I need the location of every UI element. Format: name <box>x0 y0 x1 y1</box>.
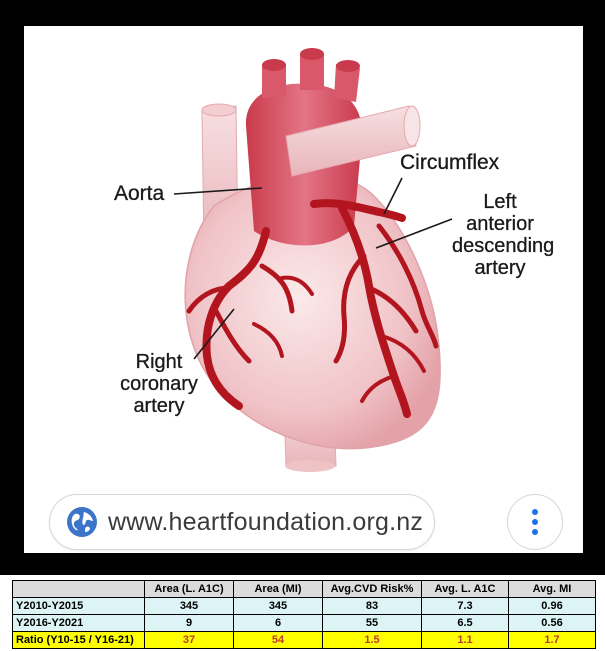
label-left-anterior-descending-artery: Left anterior descending artery <box>452 191 548 279</box>
url-text[interactable]: www.heartfoundation.org.nz <box>108 508 423 536</box>
row-label: Y2010-Y2015 <box>13 598 145 615</box>
table-cell: 345 <box>234 598 323 615</box>
more-vert-icon[interactable] <box>507 494 563 550</box>
label-circumflex: Circumflex <box>400 152 499 174</box>
table-cell: 0.56 <box>509 615 596 632</box>
table-row-ratio: Ratio (Y10-15 / Y16-21) 37 54 1.5 1.1 1.… <box>13 632 596 649</box>
label-aorta: Aorta <box>114 183 164 205</box>
table-header-cell: Avg. L. A1C <box>422 581 509 598</box>
data-table: Area (L. A1C) Area (MI) Avg.CVD Risk% Av… <box>12 580 596 649</box>
table-header-cell: Avg. MI <box>509 581 596 598</box>
table-cell: 83 <box>323 598 422 615</box>
table-cell: 55 <box>323 615 422 632</box>
table-cell: 0.96 <box>509 598 596 615</box>
table-cell: 345 <box>145 598 234 615</box>
table-cell: 1.5 <box>323 632 422 649</box>
label-right-coronary-artery: Right coronary artery <box>114 351 204 417</box>
table-header-cell: Avg.CVD Risk% <box>323 581 422 598</box>
table-header-cell: Area (MI) <box>234 581 323 598</box>
image-card: Aorta Circumflex Left anterior descendin… <box>24 26 583 553</box>
table-cell: 1.7 <box>509 632 596 649</box>
table-header-cell: Area (L. A1C) <box>145 581 234 598</box>
table-cell: 7.3 <box>422 598 509 615</box>
globe-icon <box>66 506 98 538</box>
table-header-row: Area (L. A1C) Area (MI) Avg.CVD Risk% Av… <box>13 581 596 598</box>
table-cell: 54 <box>234 632 323 649</box>
table-row: Y2016-Y2021 9 6 55 6.5 0.56 <box>13 615 596 632</box>
row-label: Ratio (Y10-15 / Y16-21) <box>13 632 145 649</box>
table-cell: 6 <box>234 615 323 632</box>
url-bar[interactable]: www.heartfoundation.org.nz <box>49 494 435 550</box>
table-cell: 37 <box>145 632 234 649</box>
table-header-cell <box>13 581 145 598</box>
table-cell: 9 <box>145 615 234 632</box>
table-cell: 1.1 <box>422 632 509 649</box>
table-row: Y2010-Y2015 345 345 83 7.3 0.96 <box>13 598 596 615</box>
image-frame: Aorta Circumflex Left anterior descendin… <box>0 0 605 575</box>
table-cell: 6.5 <box>422 615 509 632</box>
row-label: Y2016-Y2021 <box>13 615 145 632</box>
